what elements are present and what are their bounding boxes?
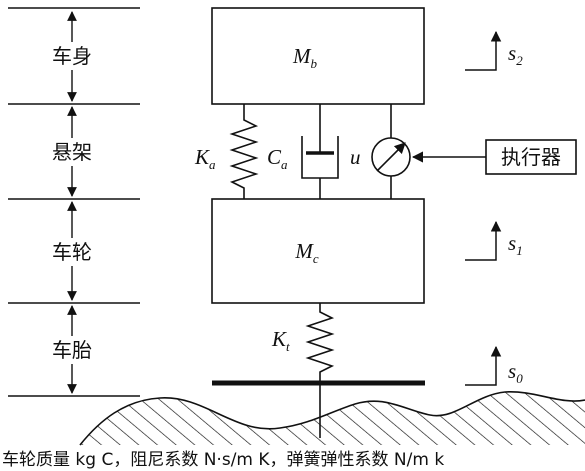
actuator-u-label: u	[350, 145, 361, 169]
tire-spring-kt-label: Kt	[271, 327, 290, 354]
s1-indicator	[465, 220, 502, 261]
damper	[301, 104, 339, 199]
road-profile	[79, 391, 585, 446]
caption: 车轮质量 kg C，阻尼系数 N·s/m K，弹簧弹性系数 N/m k	[0, 449, 585, 471]
suspension-spring	[229, 104, 259, 199]
displacement-indicators	[465, 30, 502, 386]
s2-indicator	[465, 30, 502, 71]
level-lines	[8, 7, 140, 397]
tire-spring	[305, 303, 335, 383]
damper-ca-label: Ca	[267, 145, 288, 172]
actuator	[371, 104, 411, 199]
wheel-mass-box	[211, 198, 425, 304]
s0-label: s0	[508, 359, 523, 386]
tire-label: 车胎	[52, 338, 92, 362]
wheel-mass-label: Mc	[294, 239, 319, 266]
s2-label: s2	[508, 41, 523, 68]
s0-indicator	[465, 345, 502, 386]
s1-label: s1	[508, 231, 523, 258]
body-label: 车身	[52, 44, 92, 68]
wheel-label: 车轮	[52, 240, 92, 264]
body-mass-box	[211, 7, 425, 105]
suspension-label: 悬架	[52, 140, 92, 164]
body-mass-label: Mb	[292, 44, 318, 71]
caption-text: 车轮质量 kg C，阻尼系数 N·s/m K，弹簧弹性系数 N/m k	[2, 450, 445, 470]
spring-ka-label: Ka	[194, 145, 216, 172]
actuator-box	[485, 139, 577, 175]
actuator-box-label: 执行器	[501, 145, 561, 169]
